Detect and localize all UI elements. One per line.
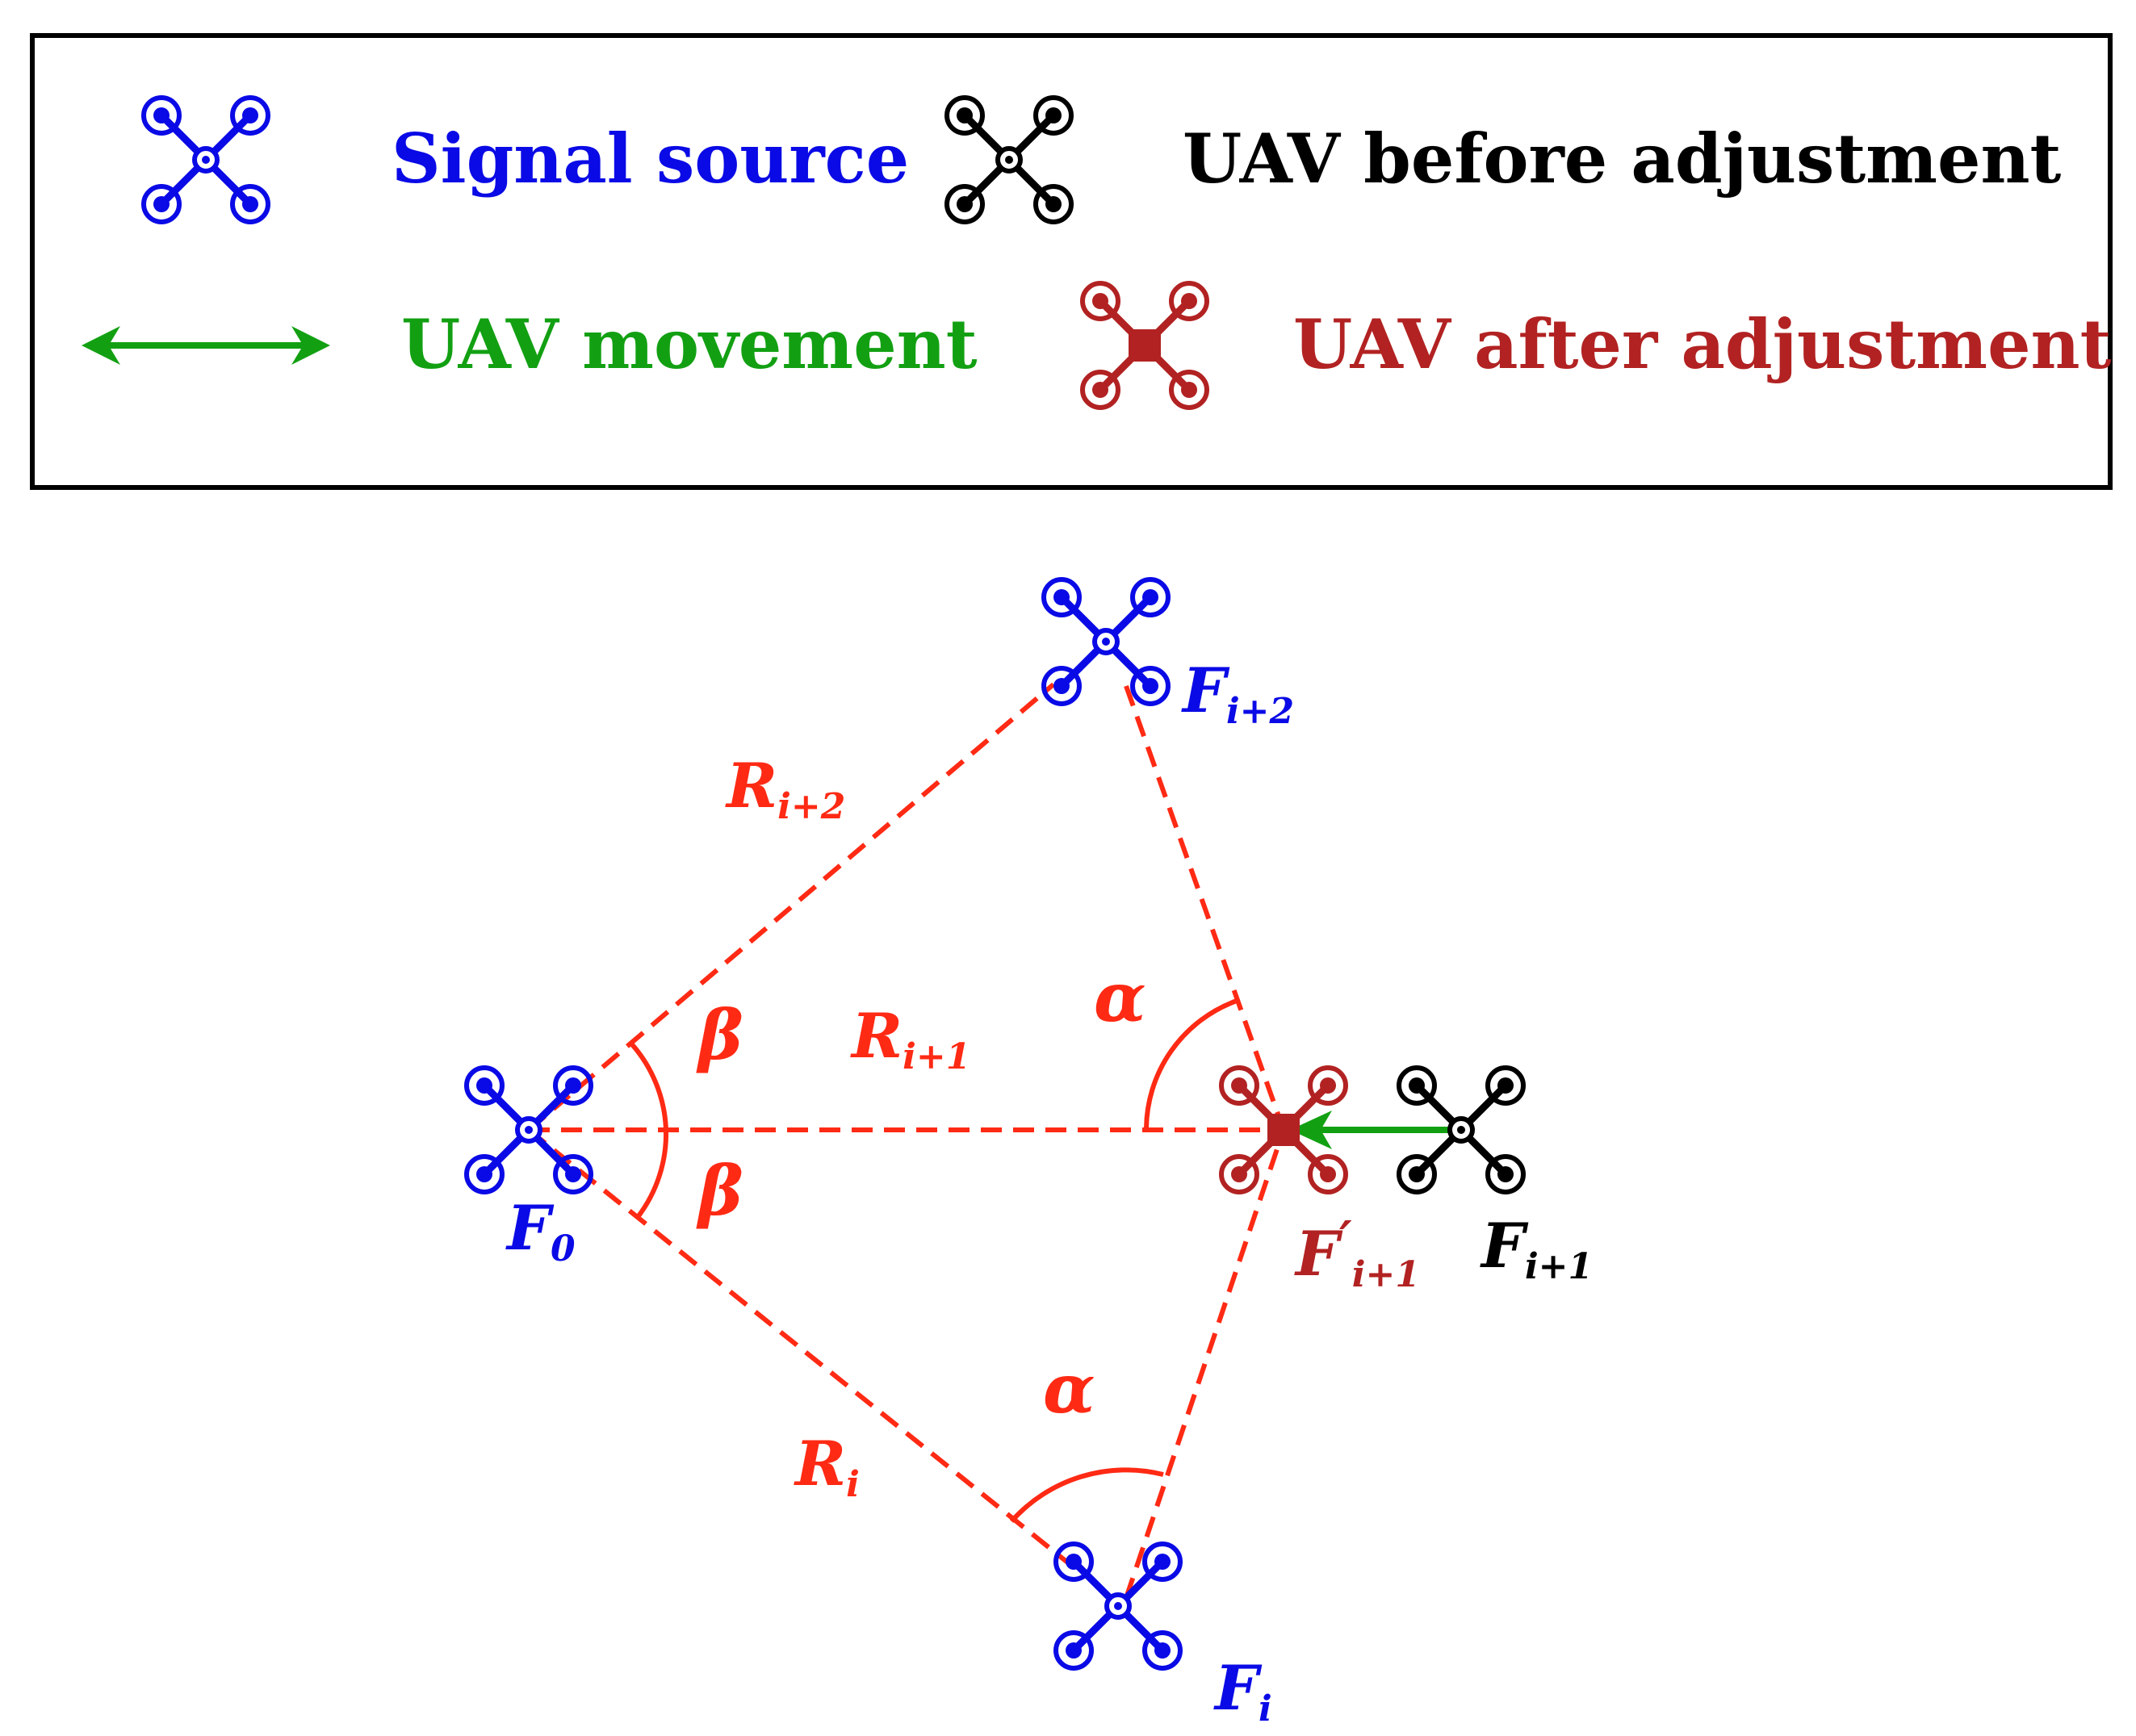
label-ri-sub: i — [846, 1464, 860, 1505]
drone-fi-icon — [1056, 1544, 1180, 1668]
label-ri2-sub: i+2 — [777, 786, 845, 827]
legend: Signal source UAV before adjustment UAV … — [30, 33, 2113, 490]
label-fi-sub: i — [1259, 1688, 1272, 1730]
uav-movement-arrow — [1290, 1111, 1461, 1149]
arc-alpha-lower — [1009, 1467, 1164, 1523]
edge-f0-fi2 — [527, 682, 1055, 1132]
label-fi1-prime-main: F — [1294, 1218, 1343, 1290]
arc-beta-upper — [629, 1042, 668, 1131]
angle-arcs — [629, 998, 1238, 1523]
legend-uav-after-label-b: after adjustment — [1474, 304, 2111, 384]
label-ri: Ri — [794, 1428, 860, 1505]
edge-f0-fi — [527, 1127, 1083, 1576]
angle-label-alpha-upper: α — [1094, 957, 1146, 1037]
label-f0-sub: 0 — [551, 1228, 576, 1270]
label-ri2: Ri+2 — [725, 750, 845, 827]
arc-alpha-upper — [1143, 998, 1238, 1131]
label-fi2-main: F — [1181, 655, 1230, 726]
label-fi: Fi — [1213, 1652, 1272, 1730]
label-fi1-prime-sub: i+1 — [1352, 1254, 1420, 1295]
label-ri2-main: R — [725, 750, 777, 822]
label-fi1-sub: i+1 — [1525, 1246, 1593, 1287]
angle-label-beta-upper: β — [696, 995, 743, 1075]
label-fi1-prime: F′i+1 — [1294, 1211, 1420, 1295]
connection-lines — [527, 682, 1286, 1599]
drone-fi2-icon — [1044, 579, 1168, 704]
legend-movement-label: UAV movement — [401, 304, 978, 384]
legend-uav-after-label: UAV after adjustment — [1293, 304, 2112, 384]
label-ri1-sub: i+1 — [903, 1036, 970, 1077]
label-ri-main: R — [794, 1428, 846, 1500]
legend-box — [30, 33, 2113, 490]
legend-uav-after-label-a: UAV — [1293, 304, 1474, 384]
label-fi1-prime-mark: ′ — [1339, 1211, 1352, 1268]
arc-beta-lower — [635, 1129, 669, 1219]
label-fi1: Fi+1 — [1480, 1210, 1593, 1287]
label-fi2-sub: i+2 — [1226, 691, 1294, 732]
label-fi-main: F — [1213, 1652, 1263, 1724]
label-fi1-main: F — [1480, 1210, 1529, 1282]
angle-label-alpha-lower: α — [1043, 1349, 1095, 1429]
label-f0: F0 — [505, 1192, 576, 1270]
label-ri1: Ri+1 — [850, 1000, 970, 1077]
label-fi2: Fi+2 — [1181, 655, 1294, 732]
edge-fi2-fi1prime — [1124, 684, 1286, 1132]
edge-fi-fi1prime — [1124, 1129, 1286, 1599]
legend-uav-before-label: UAV before adjustment — [1183, 119, 2062, 199]
angle-label-beta-lower: β — [696, 1151, 743, 1231]
label-ri1-main: R — [850, 1000, 903, 1072]
label-f0-main: F — [505, 1192, 555, 1264]
legend-signal-source-label: Signal source — [392, 119, 909, 199]
